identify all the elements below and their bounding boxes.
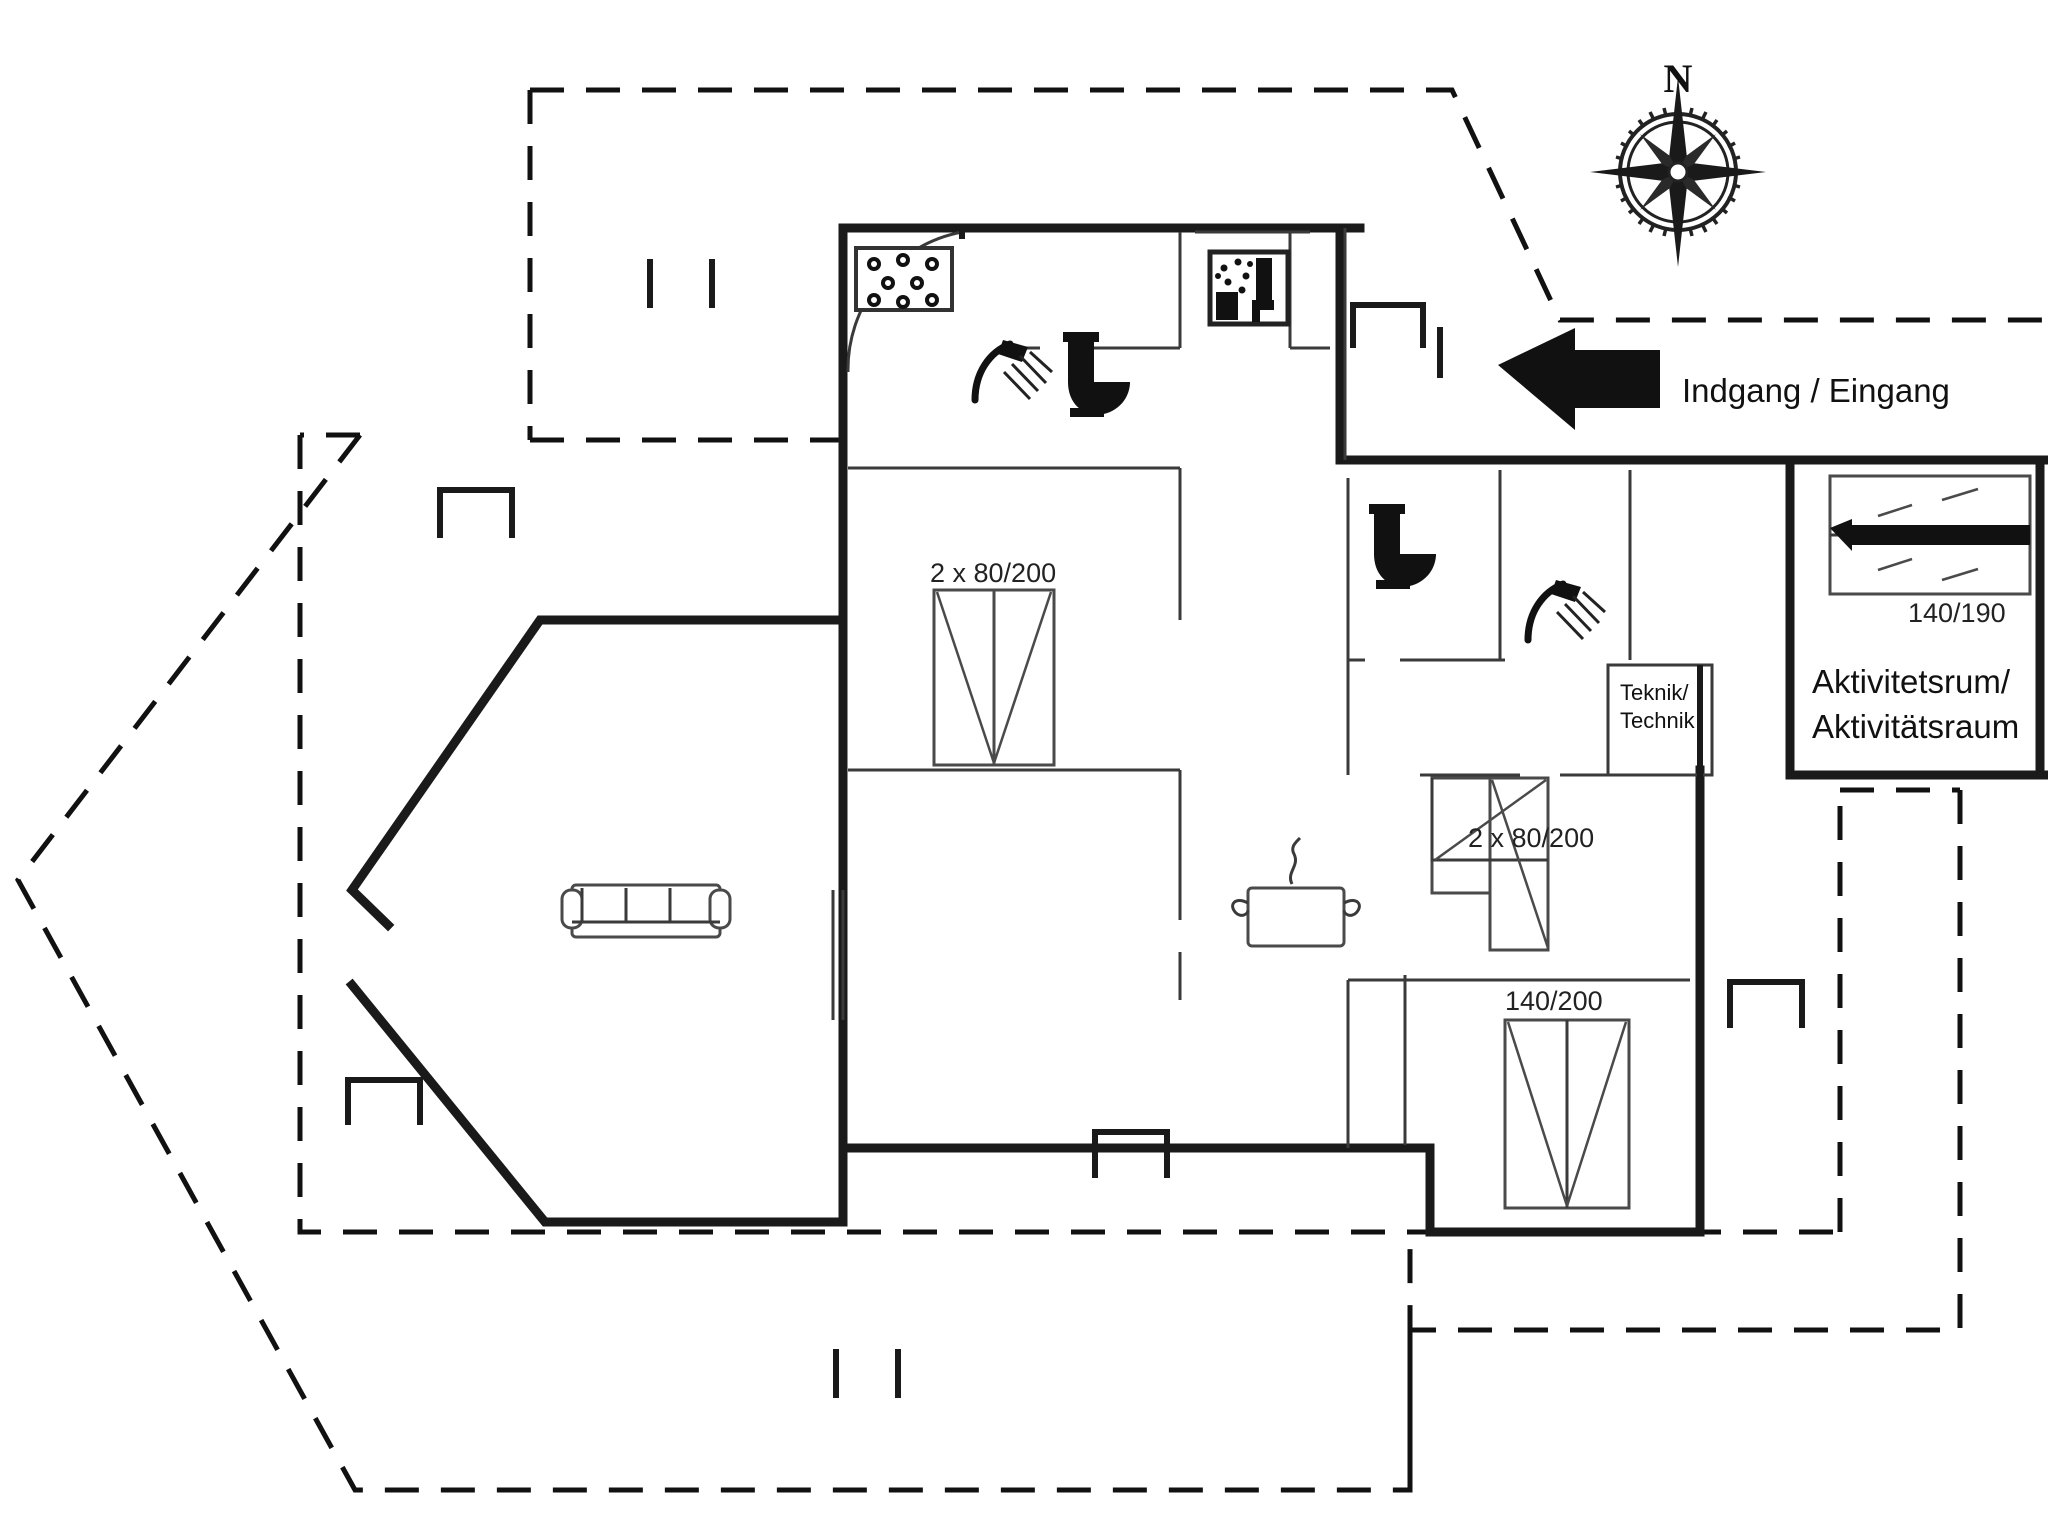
compass-rose-icon <box>1590 77 1766 267</box>
aktivitetsrum-label-line1: Aktivitetsrum/ <box>1812 663 2011 700</box>
bed-double-lower-dimension: 140/200 <box>1505 986 1603 1016</box>
compass-north-label: N <box>1664 56 1693 101</box>
bed-bunk-right <box>1430 776 1550 952</box>
entrance-label: Indgang / Eingang <box>1682 372 1950 409</box>
bed-double-activity-dimension: 140/190 <box>1908 598 2006 628</box>
bed-double-lower <box>1503 1018 1631 1210</box>
bed-bunk-left <box>932 588 1056 767</box>
bed-bunk-left-dimension: 2 x 80/200 <box>930 558 1056 588</box>
terrace-brackets <box>345 302 1805 1178</box>
toilet-icon-1 <box>1063 332 1130 417</box>
shower-icon-1 <box>971 340 1054 404</box>
whirlpool-icon <box>854 246 954 312</box>
bed-bunk-right-dimension: 2 x 80/200 <box>1468 823 1594 853</box>
shower-icon-2 <box>1524 580 1607 644</box>
teknik-label-line1: Teknik/ <box>1620 680 1689 705</box>
bed-double-activity <box>1828 474 2032 596</box>
sofa-icon <box>560 883 732 939</box>
roof-outline-dashed <box>15 87 2048 1493</box>
sauna-icon <box>1207 249 1291 327</box>
toilet-icon-2 <box>1369 504 1436 589</box>
entrance-arrow-icon <box>1498 328 1660 430</box>
cooking-pot-icon <box>1231 836 1361 948</box>
window-marks <box>647 259 1443 1398</box>
aktivitetsrum-label-line2: Aktivitätsraum <box>1812 708 2019 745</box>
teknik-label-line2: Technik <box>1620 708 1696 733</box>
